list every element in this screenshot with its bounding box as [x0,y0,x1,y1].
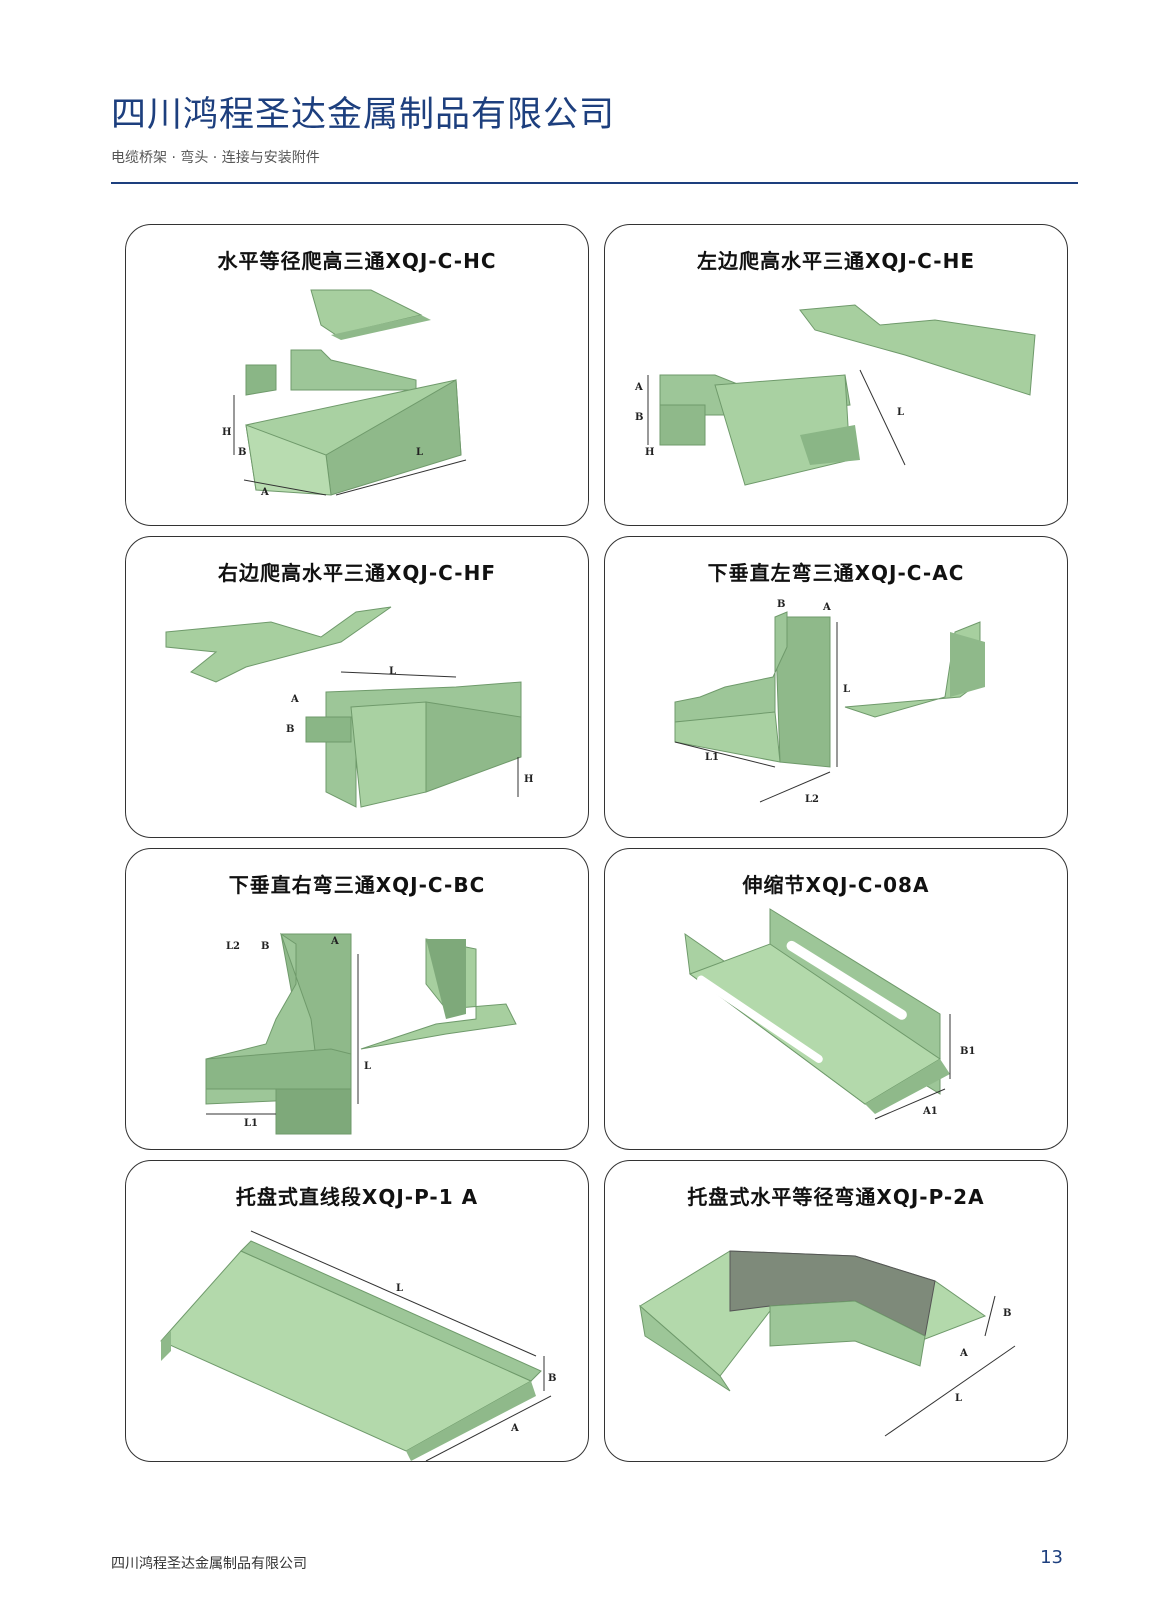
dim-label: A [260,487,269,498]
dim-label: A [510,1423,519,1434]
product-card-hf: 右边爬高水平三通XQJ-C-HF L A B H [125,536,589,838]
dim-label: H [645,447,654,458]
page-header: 四川鸿程圣达金属制品有限公司 电缆桥架 · 弯头 · 连接与安装附件 [111,96,1078,167]
dim-label: L [955,1393,962,1404]
dim-label: L [416,447,423,458]
product-title: 水平等径爬高三通XQJ-C-HC [217,249,497,273]
product-illustration: H B A L [222,289,467,498]
dim-label: A [290,694,299,705]
dim-label: L2 [805,794,819,805]
dim-label: B [1003,1308,1011,1319]
dim-label: B1 [960,1046,975,1057]
dim-label: B [777,599,785,610]
product-card-p2a: 托盘式水平等径弯通XQJ-P-2A B A L [604,1160,1068,1462]
dim-label: B [261,941,269,952]
dim-label: B [286,724,294,735]
dim-label: L [396,1283,403,1294]
product-card-he: 左边爬高水平三通XQJ-C-HE A B H L [604,224,1068,526]
product-title: 托盘式直线段XQJ-P-1 A [235,1185,479,1209]
product-title: 伸缩节XQJ-C-08A [742,873,930,897]
dim-label: A1 [922,1106,938,1117]
product-illustration: B1 A1 [684,908,975,1120]
dim-label: A [822,602,831,613]
dim-label: A [634,382,643,393]
dim-label: L [364,1061,371,1072]
dim-label: L [389,666,396,677]
dim-label: L1 [705,752,719,763]
dim-label: H [524,774,533,785]
header-divider [111,182,1078,184]
dim-label: L1 [244,1118,258,1129]
company-title: 四川鸿程圣达金属制品有限公司 [111,95,616,135]
product-illustration: L A B H [165,606,533,808]
dim-label: A [330,936,339,947]
product-card-bc: 下垂直右弯三通XQJ-C-BC L2 B A L L1 [125,848,589,1150]
footer-company: 四川鸿程圣达金属制品有限公司 [111,1556,307,1572]
product-card-hc: 水平等径爬高三通XQJ-C-HC H B A L [125,224,589,526]
header-subtitle: 电缆桥架 · 弯头 · 连接与安装附件 [111,149,320,166]
dim-label: B [548,1373,556,1384]
product-card-08a: 伸缩节XQJ-C-08A B1 A1 [604,848,1068,1150]
product-illustration: A B H L [634,304,1036,486]
page-number: 13 [1040,1547,1063,1568]
product-title: 托盘式水平等径弯通XQJ-P-2A [687,1185,985,1209]
product-card-ac: 下垂直左弯三通XQJ-C-AC B A L L1 L2 [604,536,1068,838]
product-illustration: B A L [639,1250,1016,1437]
dim-label: L2 [226,941,240,952]
dim-label: A [959,1348,968,1359]
dim-label: L [843,684,850,695]
dim-label: B [238,447,246,458]
product-title: 右边爬高水平三通XQJ-C-HF [217,561,496,585]
dim-label: B [635,412,643,423]
dim-label: L [897,407,904,418]
product-title: 左边爬高水平三通XQJ-C-HE [696,249,975,273]
product-illustration: L B A [160,1230,556,1461]
product-illustration: B A L L1 L2 [674,599,985,805]
product-illustration: L2 B A L L1 [205,932,517,1135]
product-title: 下垂直右弯三通XQJ-C-BC [228,873,486,897]
product-title: 下垂直左弯三通XQJ-C-AC [707,561,965,585]
dim-label: H [222,427,231,438]
product-card-p1a: 托盘式直线段XQJ-P-1 A L B A [125,1160,589,1462]
